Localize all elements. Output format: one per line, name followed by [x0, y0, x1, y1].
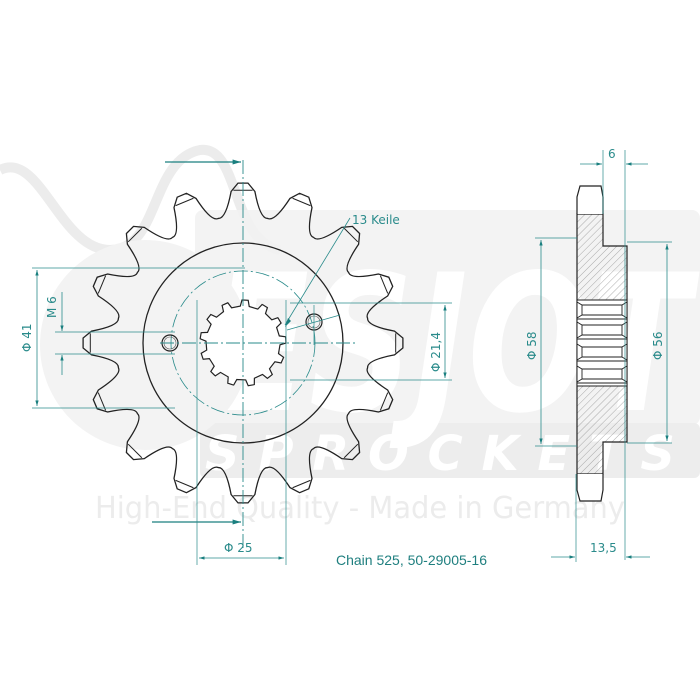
- spline-count-label: 13 Keile: [352, 213, 400, 227]
- caption: Chain 525, 50-29005-16: [336, 552, 487, 568]
- spline-leader-arrow: [285, 318, 291, 327]
- watermark-circle-left: [40, 240, 250, 450]
- dim-hub-dia-label: Φ 58: [525, 331, 539, 360]
- side-tooth-top: [576, 185, 604, 214]
- front-view: 13 Keile Φ 41 M 6 Φ 21,4 Φ 25: [20, 159, 452, 565]
- dim-hub-dia2-label: Φ 56: [651, 331, 665, 360]
- dim-total-width-label: 13,5: [590, 541, 617, 555]
- side-spline-zone: [576, 299, 628, 387]
- side-tooth-bottom: [576, 474, 604, 502]
- dim-thread-label: M 6: [45, 296, 59, 318]
- watermark-tagline: High-End Quality - Made in Germany: [95, 491, 625, 526]
- side-view: 6 Φ 58 Φ 56 13,5: [525, 147, 672, 562]
- dim-tooth-width-label: 6: [608, 147, 616, 161]
- sprocket-outline: [82, 182, 404, 504]
- dim-spline-label: Φ 21,4: [429, 332, 443, 372]
- spline-grooves: [576, 301, 628, 384]
- dim-bore-label: Φ 25: [224, 541, 253, 555]
- watermark: ESJOT SPROCKETS High-End Quality - Made …: [0, 144, 700, 526]
- watermark-band-top: [195, 210, 700, 425]
- watermark-chain-wave: [0, 144, 282, 256]
- bolt-hole-right: [286, 305, 341, 345]
- spline-leader: [284, 217, 351, 326]
- tooth-tips: [89, 189, 397, 497]
- dim-bolt-circle-label: Φ 41: [20, 323, 34, 352]
- watermark-band-sub: [200, 423, 700, 478]
